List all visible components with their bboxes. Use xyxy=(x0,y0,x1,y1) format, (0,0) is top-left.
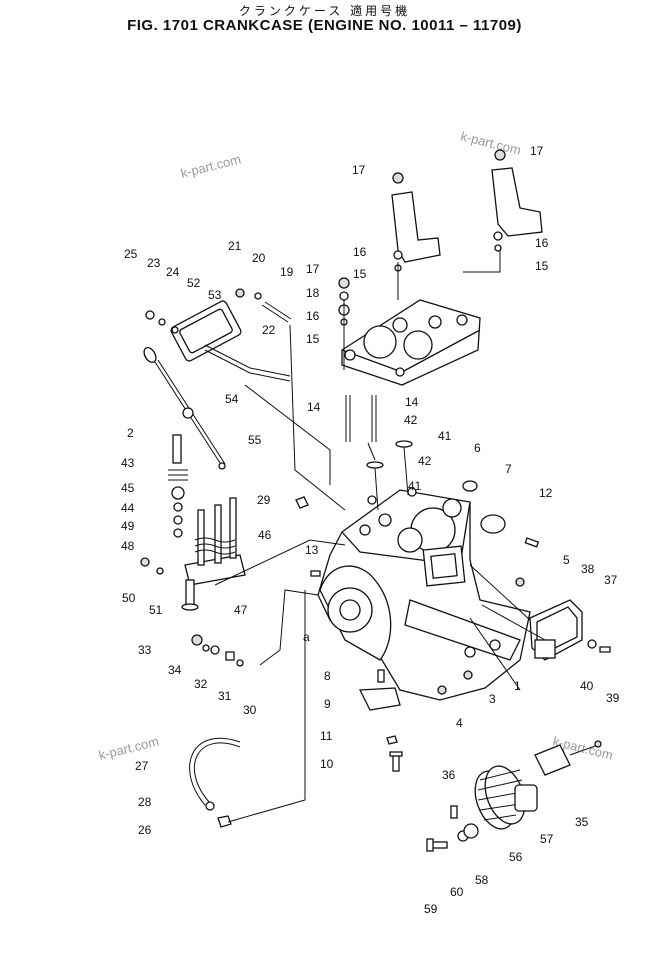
callout-label: 39 xyxy=(606,691,620,705)
watermark: k-part.com xyxy=(179,152,242,181)
callout-label: 60 xyxy=(450,885,464,899)
callout-label: 52 xyxy=(187,276,201,290)
callout-label: 36 xyxy=(442,768,456,782)
callout-label: 37 xyxy=(604,573,618,587)
rocker-assembly xyxy=(184,497,246,586)
callout-label: 30 xyxy=(243,703,257,717)
callout-label: 3 xyxy=(489,692,496,706)
timing-cover xyxy=(529,599,583,661)
callout-label: 18 xyxy=(306,286,320,300)
callout-label: 41 xyxy=(408,479,422,493)
callout-label: 40 xyxy=(580,679,594,693)
callout-label: 49 xyxy=(121,519,135,533)
callout-label: a xyxy=(303,630,310,644)
callout-label: 17 xyxy=(352,163,366,177)
callout-label: 58 xyxy=(475,873,489,887)
callout-label: 16 xyxy=(306,309,320,323)
callout-label: 51 xyxy=(149,603,163,617)
callout-label: 47 xyxy=(234,603,248,617)
side-cover xyxy=(170,300,242,362)
callout-label: 2 xyxy=(127,426,134,440)
callout-label: 45 xyxy=(121,481,135,495)
callout-label: 55 xyxy=(248,433,262,447)
callout-label: 16 xyxy=(353,245,367,259)
lifting-bracket-left xyxy=(391,172,441,272)
callout-label: 50 xyxy=(122,591,136,605)
crankcase-body xyxy=(317,489,531,701)
callout-label: 46 xyxy=(258,528,272,542)
callout-label: 27 xyxy=(135,759,149,773)
callout-labels: 17 17 16 15 16 15 17 18 16 15 14 14 42 4… xyxy=(121,144,620,916)
watermark: k-part.com xyxy=(459,128,522,157)
callout-label: 4 xyxy=(456,716,463,730)
lifting-bracket-right xyxy=(491,149,543,252)
callout-label: 17 xyxy=(530,144,544,158)
watermark: k-part.com xyxy=(97,734,160,763)
callout-label: 35 xyxy=(575,815,589,829)
callout-label: 13 xyxy=(305,543,319,557)
callout-label: 33 xyxy=(138,643,152,657)
callout-label: 6 xyxy=(474,441,481,455)
callout-label: 15 xyxy=(535,259,549,273)
callout-label: 19 xyxy=(280,265,294,279)
idler-gear xyxy=(474,765,526,830)
figure-title: FIG. 1701 CRANKCASE (ENGINE NO. 10011 – … xyxy=(127,17,522,34)
callout-label: 53 xyxy=(208,288,222,302)
callout-label: 1 xyxy=(514,679,521,693)
callout-label: 23 xyxy=(147,256,161,270)
callout-label: 14 xyxy=(405,395,419,409)
callout-label: 44 xyxy=(121,501,135,515)
callout-label: 26 xyxy=(138,823,152,837)
callout-label: 38 xyxy=(581,562,595,576)
callout-label: 11 xyxy=(320,729,333,743)
callout-label: 25 xyxy=(124,247,138,261)
callout-label: 16 xyxy=(535,236,549,250)
leader-lines xyxy=(214,250,546,823)
callout-label: 43 xyxy=(121,456,135,470)
callout-label: 34 xyxy=(168,663,182,677)
callout-label: 17 xyxy=(306,262,320,276)
callout-label: 31 xyxy=(218,689,232,703)
callout-label: 54 xyxy=(225,392,239,406)
callout-label: 56 xyxy=(509,850,523,864)
callout-label: 7 xyxy=(505,462,512,476)
callout-label: 12 xyxy=(539,486,553,500)
title-japanese: クランクケース 適用号機 xyxy=(238,4,411,18)
callout-label: 8 xyxy=(324,669,331,683)
callout-label: 22 xyxy=(262,323,276,337)
callout-label: 32 xyxy=(194,677,208,691)
callout-label: 5 xyxy=(563,553,570,567)
callout-label: 14 xyxy=(307,400,321,414)
callout-label: 59 xyxy=(424,902,438,916)
callout-label: 41 xyxy=(438,429,452,443)
callout-label: 57 xyxy=(540,832,554,846)
callout-label: 21 xyxy=(228,239,242,253)
callout-label: 28 xyxy=(138,795,152,809)
callout-label: 42 xyxy=(418,454,432,468)
callout-label: 15 xyxy=(306,332,320,346)
callout-label: 9 xyxy=(324,697,331,711)
callout-label: 10 xyxy=(320,757,334,771)
callout-label: 15 xyxy=(353,267,367,281)
callout-label: 29 xyxy=(257,493,271,507)
callout-label: 48 xyxy=(121,539,135,553)
callout-label: 20 xyxy=(252,251,266,265)
cylinder-head xyxy=(341,299,481,386)
callout-label: 24 xyxy=(166,265,180,279)
callout-label: 42 xyxy=(404,413,418,427)
